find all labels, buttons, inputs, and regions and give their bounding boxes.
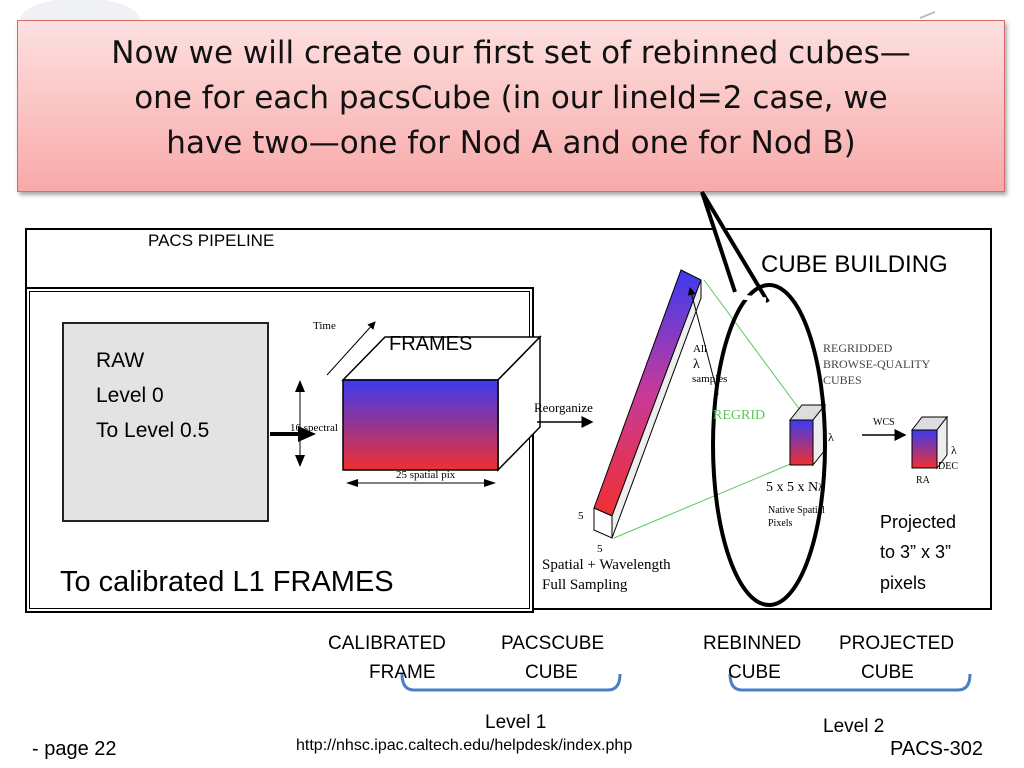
raw-box xyxy=(62,322,269,522)
browse-quality-label: BROWSE-QUALITY xyxy=(823,357,931,371)
callout-line-2: one for each pacsCube (in our lineId=2 c… xyxy=(134,80,888,116)
projected-line-1: Projected xyxy=(880,512,957,532)
pacscube-label: PACSCUBE xyxy=(501,633,605,654)
native-spatial-label: Native Spatial xyxy=(768,505,825,516)
pacscube-cube-label: CUBE xyxy=(525,662,578,683)
callout-box: Now we will create our first set of rebi… xyxy=(17,20,1005,192)
regridded-cube xyxy=(788,403,827,467)
to-level-05-label: To Level 0.5 xyxy=(96,419,210,442)
projected-cube xyxy=(910,415,949,470)
all-label: All xyxy=(693,343,708,355)
lambda-label: λ xyxy=(693,357,700,372)
five-a-label: 5 xyxy=(578,510,584,522)
pacs-pipeline-label: PACS PIPELINE xyxy=(148,231,275,250)
level1-label: Level 1 xyxy=(485,712,547,733)
rebinned-label: REBINNED xyxy=(703,633,802,654)
reorganize-label: Reorganize xyxy=(534,400,593,415)
spatial-pix-label: 25 spatial pix xyxy=(396,469,456,481)
five-by-five-text: 5 x 5 x N xyxy=(766,480,819,495)
regridded-label: REGRIDDED xyxy=(823,341,893,355)
callout-line-3: have two—one for Nod A and one for Nod B… xyxy=(166,125,856,161)
callout-text: Now we will create our first set of rebi… xyxy=(18,31,1004,166)
regrid-lines xyxy=(613,279,801,539)
footer-url[interactable]: http://nhsc.ipac.caltech.edu/helpdesk/in… xyxy=(296,737,633,754)
full-sampling-label: Full Sampling xyxy=(542,577,628,593)
raw-label: RAW xyxy=(96,349,145,372)
five-b-label: 5 xyxy=(597,543,603,555)
callout-pointer-ellipse xyxy=(700,190,827,607)
level2-label: Level 2 xyxy=(823,716,885,737)
projected-cube-label: CUBE xyxy=(861,662,914,683)
regrid-cube-lambda: λ xyxy=(828,430,834,444)
spectral-bar xyxy=(593,269,702,539)
projected-lambda: λ xyxy=(951,443,957,457)
calibrated-label: CALIBRATED xyxy=(328,633,446,654)
ra-label: RA xyxy=(916,475,930,486)
spectral-label: 16 spectral xyxy=(290,422,338,434)
projected-cube-top-label: PROJECTED xyxy=(839,633,955,654)
wcs-label: WCS xyxy=(873,417,895,428)
frame-label: FRAME xyxy=(369,662,436,683)
spatial-wavelength-label: Spatial + Wavelength xyxy=(542,557,671,573)
page-number: - page 22 xyxy=(32,738,117,760)
rebinned-cube-label: CUBE xyxy=(728,662,781,683)
time-label: Time xyxy=(313,320,336,332)
cubes-label: CUBES xyxy=(823,373,862,387)
frames-label: FRAMES xyxy=(389,333,473,355)
pixels-small-label: Pixels xyxy=(768,518,793,529)
frames-cube xyxy=(341,335,542,472)
projected-line-3: pixels xyxy=(880,573,927,593)
dec-label: DEC xyxy=(938,461,958,472)
five-by-five-label: 5 x 5 x Nλ xyxy=(766,480,823,496)
level0-label: Level 0 xyxy=(96,384,164,407)
samples-label: samples xyxy=(692,373,728,385)
projected-line-2: to 3” x 3” xyxy=(880,542,952,562)
regrid-label: REGRID xyxy=(713,408,766,423)
time-arrow xyxy=(326,321,376,376)
cube-building-label: CUBE BUILDING xyxy=(761,251,948,278)
level-brackets xyxy=(400,673,972,692)
lambda-subscript: λ xyxy=(818,483,823,494)
callout-line-1: Now we will create our first set of rebi… xyxy=(111,35,911,71)
calibrated-l1-label: To calibrated L1 FRAMES xyxy=(60,566,394,598)
course-label: PACS-302 xyxy=(890,738,984,760)
